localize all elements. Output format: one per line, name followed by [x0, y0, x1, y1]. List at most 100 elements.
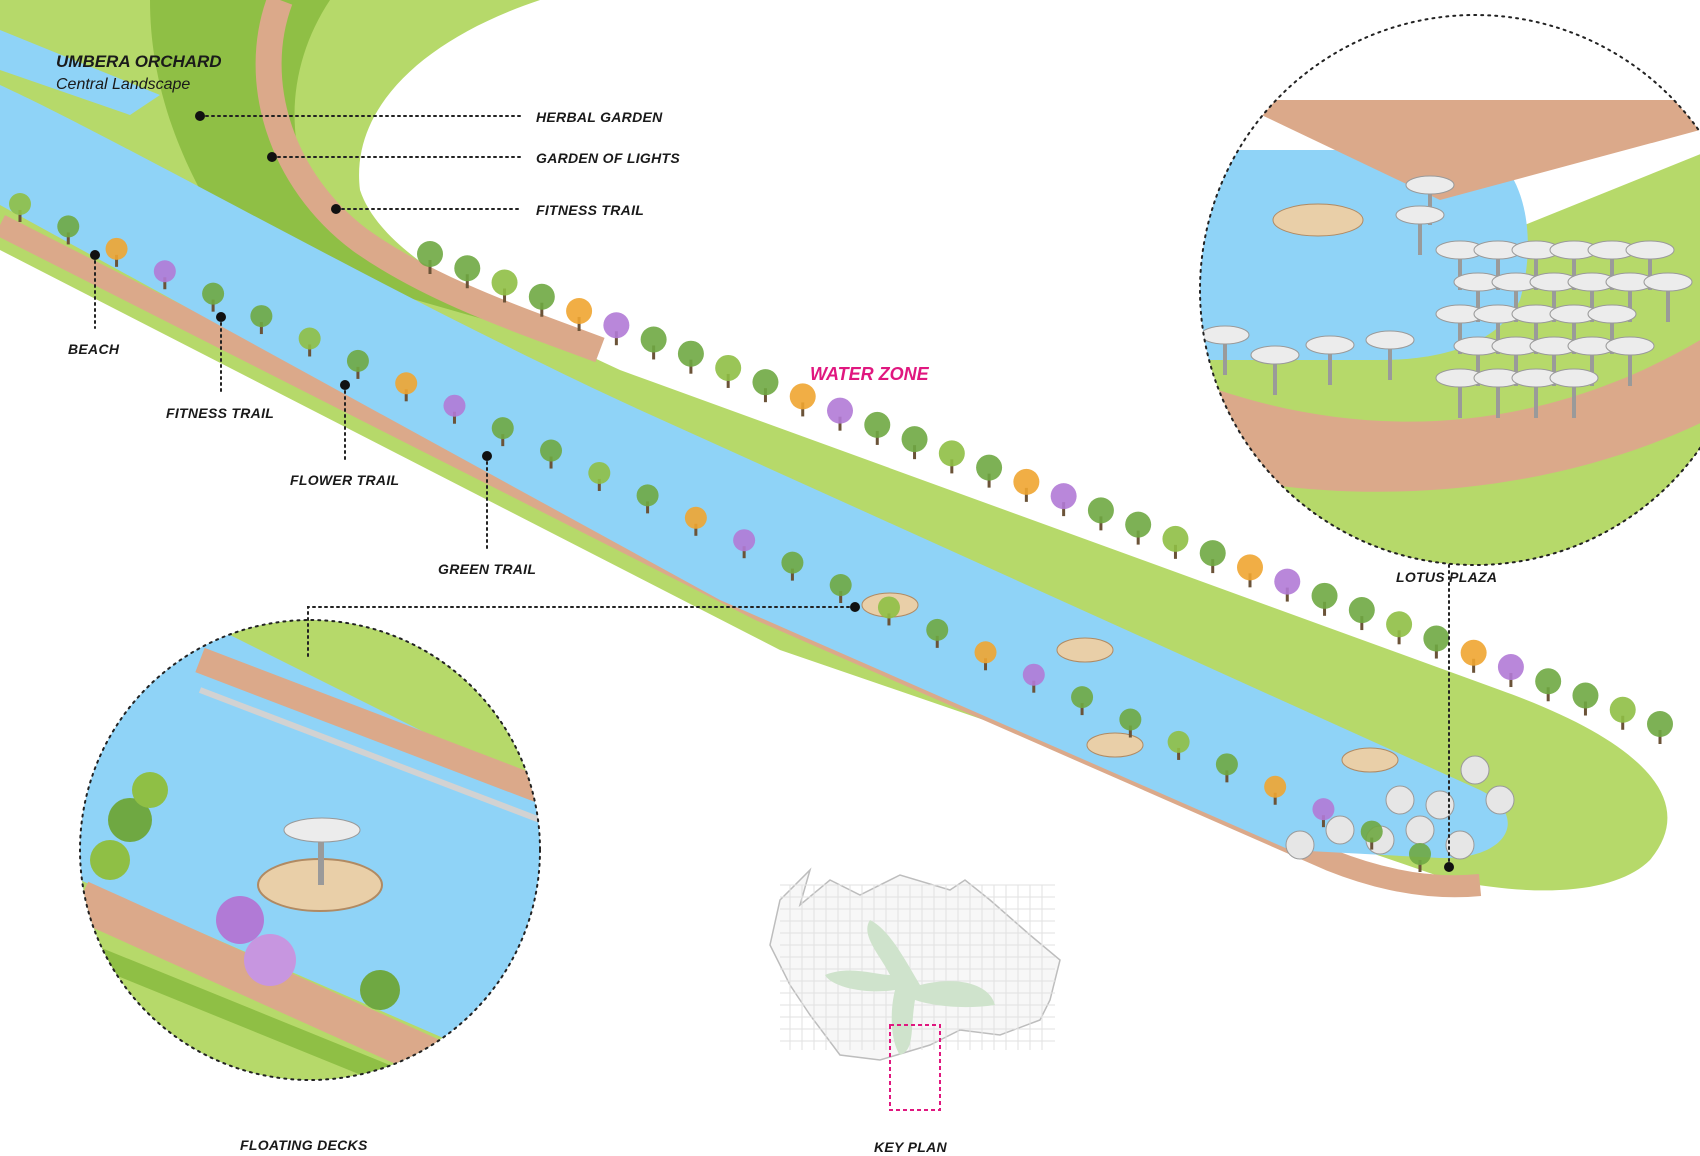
- tree: [752, 369, 779, 403]
- tree: [877, 596, 900, 626]
- lotus-umbrella: [1587, 304, 1637, 354]
- lotus-umbrella: [1549, 368, 1599, 418]
- tree: [588, 461, 611, 491]
- tree: [1423, 625, 1450, 659]
- lotus-plaza-inset: [1141, 14, 1700, 566]
- tree: [901, 426, 928, 460]
- tree: [1572, 682, 1599, 716]
- lotus-umbrella: [1453, 272, 1503, 322]
- key-plan: [769, 867, 1061, 1111]
- lotus-umbrella: [1491, 272, 1541, 322]
- tree: [1348, 597, 1375, 631]
- tree: [1535, 668, 1562, 702]
- lotus-umbrella: [1605, 272, 1655, 322]
- leader-lines: [90, 111, 1454, 872]
- tree: [1162, 525, 1189, 559]
- tree: [528, 283, 555, 317]
- tree: [443, 394, 466, 424]
- tree: [829, 574, 852, 604]
- tree: [715, 354, 742, 388]
- tree: [298, 327, 321, 357]
- page-title: UMBERA ORCHARD: [56, 52, 222, 71]
- lotus-umbrella: [1625, 240, 1675, 290]
- floating-decks-plan: [861, 592, 1399, 773]
- tree: [1386, 611, 1413, 645]
- tree: [938, 440, 965, 474]
- lotus-plaza-inset-border: [1199, 14, 1700, 566]
- lotus-umbrella: [1365, 330, 1415, 380]
- lotus-umbrella: [1511, 368, 1561, 418]
- lotus-umbrella: [1511, 240, 1561, 290]
- tree: [202, 282, 225, 312]
- label-floating-decks: FLOATING DECKS: [240, 1137, 368, 1153]
- tree: [864, 411, 891, 445]
- tree: [1215, 753, 1238, 783]
- canal-tail: [0, 30, 160, 115]
- tree: [105, 237, 128, 267]
- label-beach: BEACH: [68, 341, 120, 357]
- tree: [1647, 711, 1673, 744]
- tree: [1312, 798, 1335, 828]
- tree: [1264, 775, 1287, 805]
- tree: [1087, 497, 1114, 531]
- tree: [1013, 468, 1040, 502]
- lotus-umbrella: [1141, 316, 1189, 365]
- tree: [974, 641, 997, 671]
- tree: [9, 193, 31, 222]
- tree: [1167, 730, 1190, 760]
- tree: [1125, 511, 1152, 545]
- canal-water: [0, 85, 1508, 859]
- page-subtitle: Central Landscape: [56, 76, 190, 93]
- tree: [153, 260, 176, 290]
- tree: [636, 484, 659, 514]
- tree: [250, 305, 273, 335]
- label-herbal-garden: HERBAL GARDEN: [536, 109, 663, 125]
- tree: [417, 241, 443, 274]
- floating-decks-inset-border: [79, 619, 541, 1081]
- lotus-umbrella: [1395, 205, 1445, 255]
- lotus-umbrella: [1643, 272, 1693, 322]
- tree: [491, 417, 514, 447]
- tree: [640, 326, 667, 360]
- tree: [976, 454, 1003, 488]
- tree: [346, 349, 369, 379]
- key-plan-highlight: [889, 1024, 941, 1111]
- tree: [1460, 639, 1487, 673]
- tree: [1311, 582, 1338, 616]
- lotus-umbrella: [1435, 240, 1485, 290]
- label-garden-of-lights: GARDEN OF LIGHTS: [536, 150, 680, 166]
- bank-trees: [9, 193, 1673, 872]
- tree: [684, 506, 707, 536]
- tree: [1237, 554, 1263, 588]
- orchard-lawn: [0, 0, 1668, 891]
- label-green-trail: GREEN TRAIL: [438, 561, 536, 577]
- lotus-umbrella: [1587, 240, 1637, 290]
- tree: [454, 255, 481, 289]
- orchard-lawn-dark: [150, 0, 520, 330]
- lotus-umbrella: [1305, 335, 1355, 385]
- label-lotus-plaza: LOTUS PLAZA: [1396, 569, 1497, 585]
- tree: [1360, 820, 1383, 850]
- lotus-plaza-plan: [1285, 755, 1515, 860]
- tree: [1409, 843, 1431, 872]
- tree: [1119, 708, 1142, 738]
- tree: [491, 269, 518, 303]
- tree: [926, 618, 949, 648]
- tree: [1050, 483, 1077, 517]
- key-plan-site: [769, 867, 1061, 1061]
- zone-label: WATER ZONE: [810, 364, 930, 384]
- lotus-umbrella: [1250, 345, 1300, 395]
- tree: [603, 312, 630, 346]
- tree: [1497, 654, 1524, 688]
- lower-bank-path: [0, 215, 1482, 898]
- tree: [1071, 686, 1094, 716]
- label-key-plan: KEY PLAN: [874, 1139, 948, 1155]
- tree: [57, 215, 80, 245]
- floating-decks-inset: [79, 619, 541, 1081]
- lotus-umbrellas: [1141, 175, 1693, 418]
- park-plan: [0, 0, 1673, 898]
- tree: [781, 551, 804, 581]
- lotus-umbrella: [1405, 175, 1455, 225]
- lotus-umbrella: [1605, 336, 1655, 386]
